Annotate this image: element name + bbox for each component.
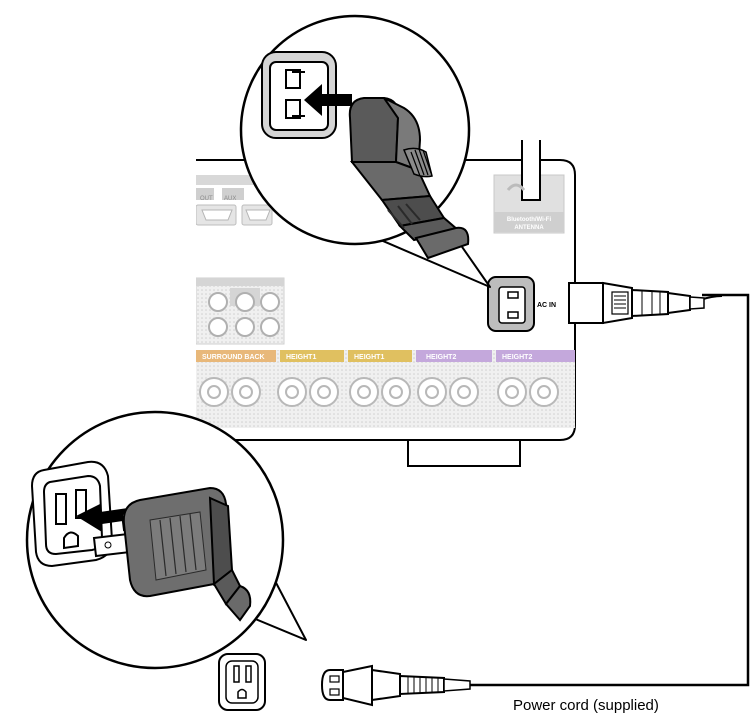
zoomed-inlet	[261, 51, 337, 139]
hdmi-strip: OUT AUX	[196, 175, 276, 226]
speaker-terminal-row: SURROUND BACK HEIGHT1 HEIGHT1 HEIGHT2 HE…	[196, 350, 575, 428]
speaker-terminal-center	[537, 385, 551, 399]
rca-jack	[235, 317, 255, 337]
speaker-terminal-center	[425, 385, 439, 399]
speaker-group-label: HEIGHT1	[286, 354, 316, 361]
speaker-terminal-center	[285, 385, 299, 399]
speaker-terminal-center	[389, 385, 403, 399]
speaker-group-label: SURROUND BACK	[202, 354, 265, 361]
speaker-group-band	[416, 350, 492, 362]
zoomed-iec-plug	[348, 97, 470, 260]
zoomed-us-plug	[92, 486, 252, 622]
hdmi-out-label: OUT	[200, 196, 213, 202]
speaker-group-label: HEIGHT2	[502, 354, 532, 361]
us-plug-small	[320, 664, 471, 707]
insert-arrow	[76, 504, 130, 532]
hdmi-aux-label: AUX	[224, 196, 236, 202]
receiver-foot	[407, 439, 521, 467]
rca-jack	[208, 317, 228, 337]
rca-jack	[260, 292, 280, 312]
zoomed-outlet	[30, 460, 114, 568]
speaker-terminal-center	[505, 385, 519, 399]
grip-lines	[410, 148, 432, 177]
cord-line	[468, 293, 750, 687]
antenna-label-line2: ANTENNA	[514, 225, 544, 231]
speaker-terminal-center	[207, 385, 221, 399]
speaker-group-band	[280, 350, 344, 362]
ac-in-label: AC IN	[537, 302, 556, 309]
receiver-rear-panel: OUT AUX	[196, 140, 576, 467]
power-cord: Power cord (supplied)	[320, 281, 750, 714]
speaker-group-band	[196, 350, 276, 362]
speaker-group-band	[348, 350, 412, 362]
zoom-callout-inlet	[239, 14, 491, 288]
insert-arrow	[304, 84, 352, 116]
speaker-terminal-center	[457, 385, 471, 399]
power-cord-label: Power cord (supplied)	[513, 697, 659, 714]
grip-lines	[159, 513, 197, 577]
iec-connector	[568, 281, 705, 325]
rca-jack	[208, 292, 228, 312]
rca-jack	[235, 292, 255, 312]
wall-outlet	[218, 653, 266, 711]
rca-jack-block	[196, 277, 285, 345]
speaker-terminal-center	[317, 385, 331, 399]
hdmi-port	[245, 209, 271, 221]
speaker-terminal-center	[239, 385, 253, 399]
rca-jack	[260, 317, 280, 337]
ac-inlet: AC IN	[487, 276, 556, 332]
zoom-callout-outlet	[25, 410, 307, 670]
speaker-group-band	[496, 350, 575, 362]
hdmi-port	[201, 209, 233, 221]
speaker-group-label: HEIGHT2	[426, 354, 456, 361]
speaker-terminal-center	[357, 385, 371, 399]
antenna-rod	[521, 140, 541, 201]
antenna-label-line1: Bluetooth/Wi-Fi	[507, 217, 552, 223]
speaker-group-label: HEIGHT1	[354, 354, 384, 361]
antenna: Bluetooth/Wi-Fi ANTENNA	[493, 140, 565, 234]
